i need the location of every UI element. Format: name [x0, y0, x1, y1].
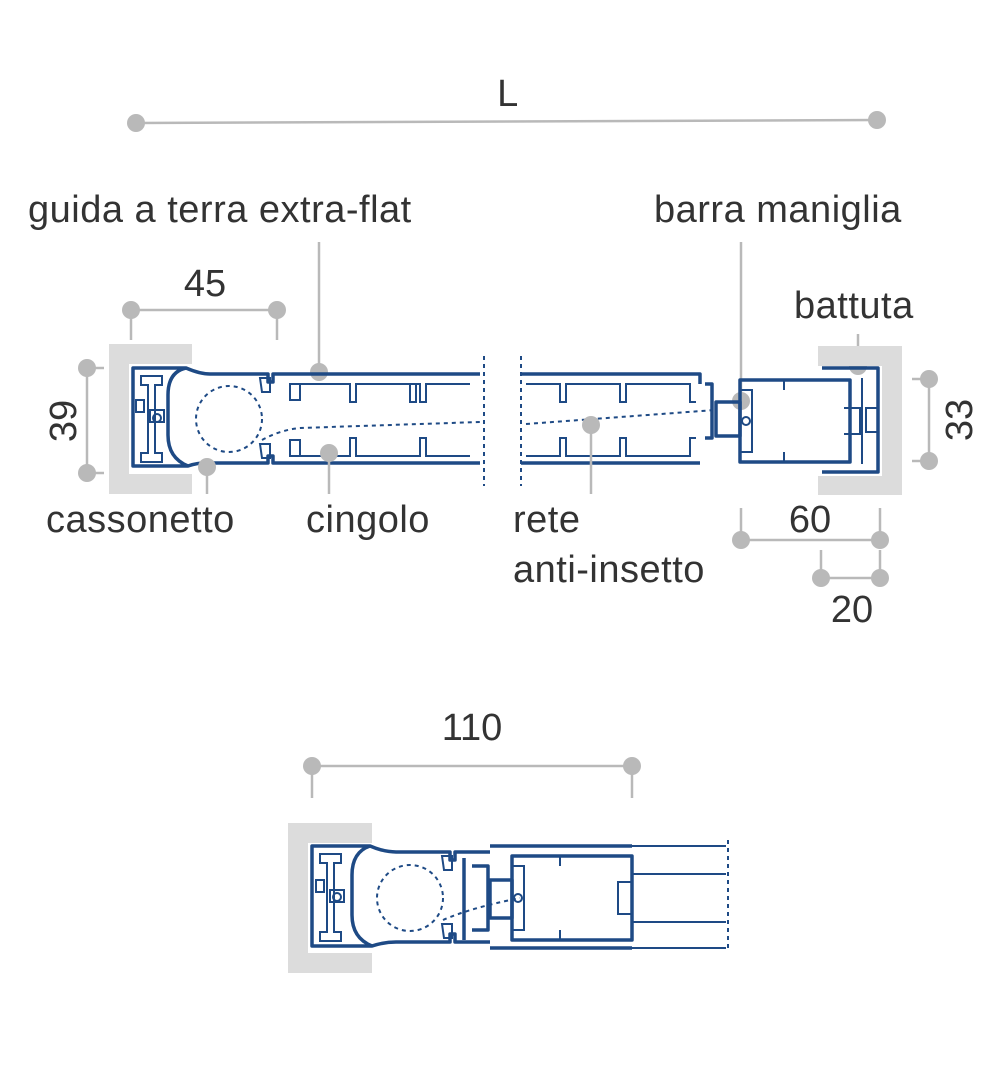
guida-track-right	[520, 356, 716, 486]
cassonetto-profile	[131, 366, 480, 468]
battuta-profile	[822, 366, 880, 474]
leader-cassonetto	[198, 458, 216, 494]
leader-rete	[582, 416, 600, 494]
label-guida-a-terra: guida a terra extra-flat	[28, 189, 412, 231]
label-battuta: battuta	[794, 285, 914, 327]
label-barra-maniglia: barra maniglia	[654, 189, 902, 231]
dimension-60-label: 60	[789, 499, 831, 541]
dimension-60: 60	[732, 499, 889, 549]
roller-circle	[195, 385, 263, 453]
compact-roller-circle	[376, 864, 444, 932]
compact-cassonetto-profile	[310, 844, 490, 948]
leader-guida	[310, 242, 328, 381]
dimension-45-label: 45	[184, 263, 226, 305]
dimension-39-label: 39	[43, 400, 85, 442]
dimension-45: 45	[122, 263, 286, 340]
label-cassonetto: cassonetto	[46, 499, 235, 541]
compact-handle-profile	[462, 844, 726, 950]
guida-track-left	[289, 383, 470, 457]
rete-dashed-left	[261, 421, 481, 441]
barra-maniglia-profile	[705, 378, 861, 464]
compact-rete-dashed	[442, 897, 521, 921]
dimension-39: 39	[43, 359, 104, 482]
dimension-110: 110	[303, 707, 641, 798]
wall-left-compact	[288, 823, 372, 973]
label-cingolo: cingolo	[306, 499, 430, 541]
dimension-33-label: 33	[939, 399, 981, 441]
wall-left	[109, 344, 192, 494]
leader-cingolo	[320, 444, 338, 494]
dimension-33: 33	[912, 370, 981, 470]
dimension-total-label: L	[497, 73, 519, 115]
label-anti-insetto: anti-insetto	[513, 549, 705, 591]
dimension-20: 20	[812, 550, 889, 631]
dimension-total-width: L	[127, 73, 886, 132]
dimension-20-label: 20	[831, 589, 873, 631]
wall-right	[818, 346, 902, 495]
label-rete: rete	[513, 499, 580, 541]
dimension-110-label: 110	[442, 707, 503, 749]
